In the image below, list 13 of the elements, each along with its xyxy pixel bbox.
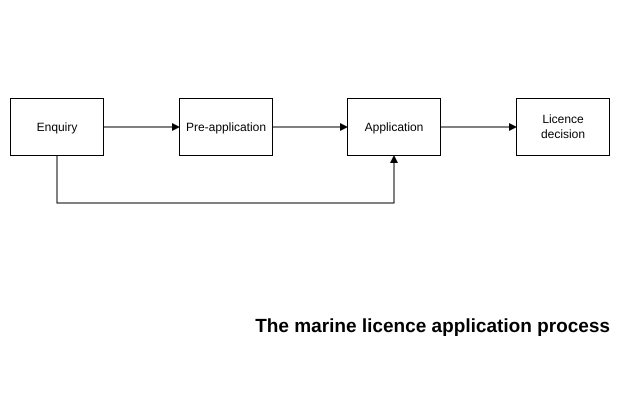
arrow [104, 123, 180, 131]
process-box [179, 98, 273, 156]
box-label: Application [364, 120, 424, 134]
process-box [10, 98, 104, 156]
caption: The marine licence application process [255, 315, 610, 339]
box-label: Enquiry [36, 120, 78, 134]
arrow [440, 123, 517, 131]
process-box [516, 98, 610, 156]
arrow [272, 123, 348, 131]
arrow [56, 155, 398, 204]
box-label: Pre-application [186, 120, 266, 134]
box-label: Licence decision [540, 112, 586, 142]
process-box [347, 98, 441, 156]
